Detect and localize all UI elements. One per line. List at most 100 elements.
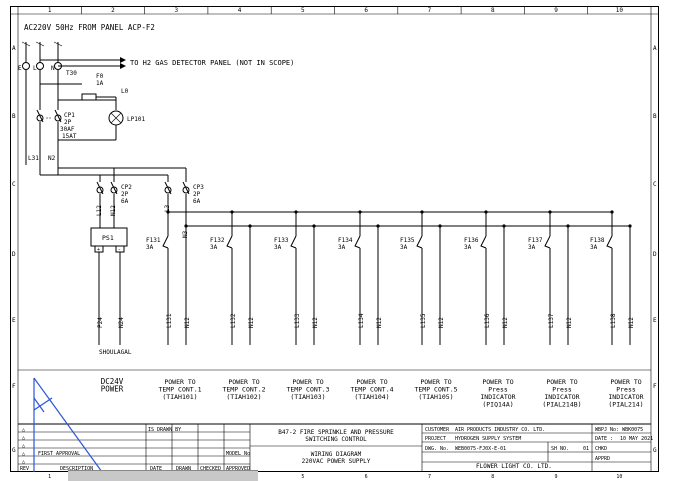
circuit-label-line: (TIAH103): [290, 393, 325, 401]
circuit-label-line: TEMP CONT.4: [350, 386, 393, 394]
breaker-id: F131: [146, 237, 161, 244]
taskbar-strip: [68, 470, 258, 481]
row-letter-right: G: [653, 447, 657, 454]
column-number: 5: [301, 7, 305, 14]
out-wire-n: N12: [628, 317, 635, 328]
breaker-rating: 3A: [274, 244, 282, 251]
column-number-bottom: 8: [491, 474, 494, 480]
out-wire-l: L138: [610, 313, 617, 328]
breaker-rating: 3A: [400, 244, 408, 251]
sign-checked: CHECKED: [200, 466, 221, 472]
cp1-poles: 2P: [64, 119, 72, 126]
fuse-rating: 1A: [96, 80, 104, 87]
row-letter-right: D: [653, 251, 657, 258]
circuit-label-line: DC24V: [101, 377, 124, 386]
rev-label: REV: [20, 466, 29, 472]
breaker-switch-icon: [226, 235, 233, 249]
column-number: 2: [111, 7, 115, 14]
lamp-ld: L0: [121, 88, 129, 95]
column-number-bottom: 7: [428, 474, 431, 480]
sheet-label: SH NO.: [551, 446, 569, 452]
circuit-label-line: (TIAH104): [354, 393, 389, 401]
column-number: 8: [491, 7, 495, 14]
breaker-rating: 3A: [210, 244, 218, 251]
date-value: 10 MAY 2021: [620, 436, 653, 442]
breaker-switch-icon: [480, 235, 487, 249]
row-letter: E: [12, 317, 16, 324]
customer-label: CUSTOMER: [425, 427, 450, 433]
circuit-label-line: POWER TO: [546, 378, 577, 386]
circuit-label-line: INDICATOR: [480, 393, 515, 401]
psu-dest: SHOULAGAL: [99, 349, 132, 356]
column-number-bottom: 6: [365, 474, 368, 480]
rev-triangle: △: [22, 459, 25, 465]
desc-label: DESCRIPTION: [60, 466, 93, 472]
circuit-label-line: Press: [552, 386, 572, 394]
wire-l31: L31: [28, 155, 39, 162]
circuit-label-line: POWER TO: [228, 378, 259, 386]
column-number: 1: [48, 7, 52, 14]
cp1-breaker: CP1 2P 30AF 15AT L31 N2: [28, 109, 77, 175]
dwg-label: DWG. No.: [425, 446, 449, 452]
circuit-label-line: TEMP CONT.1: [158, 386, 201, 394]
sign-drawn: DRAWN: [176, 466, 191, 472]
company-name: FLOWER LIGHT CO. LTD.: [476, 463, 552, 470]
sheet-number: 01: [583, 446, 589, 452]
supply-source-label: AC220V 50Hz FROM PANEL ACP-F2: [24, 23, 155, 32]
row-letter-right: C: [653, 181, 657, 188]
incoming-feed: E L N: [18, 41, 63, 165]
breaker-rating: 3A: [590, 244, 598, 251]
column-number: 9: [554, 7, 558, 14]
circuit-label-line: INDICATOR: [544, 393, 579, 401]
cp1-id: CP1: [64, 112, 75, 119]
out-wire-n: N12: [376, 317, 383, 328]
column-number: 7: [428, 7, 432, 14]
cp3-rating: 6A: [193, 198, 201, 205]
row-letter-right: E: [653, 317, 657, 324]
circuit-label-line: (PIAL214B): [542, 401, 581, 409]
out-wire-n: N12: [566, 317, 573, 328]
breaker-switch-icon: [606, 235, 613, 249]
row-letter-right: B: [653, 113, 657, 120]
circuit-label-line: TEMP CONT.3: [286, 386, 329, 394]
cp3-id: CP3: [193, 184, 204, 191]
psu-out-pos: P24: [97, 317, 104, 328]
title-block: △ △ △ △ △ FIRST APPROVAL REV DESCRIPTION…: [18, 423, 653, 472]
out-wire-n: N12: [248, 317, 255, 328]
circuit-label-line: (TIAH101): [162, 393, 197, 401]
wire-l3: L3: [164, 204, 171, 212]
breaker-id: F135: [400, 237, 415, 244]
out-wire-l: L135: [420, 313, 427, 328]
wire-l12: L12: [96, 205, 103, 216]
circuit-label-line: POWER: [101, 385, 124, 394]
lamp-lp: LP101: [127, 116, 145, 123]
out-wire-n: N12: [184, 317, 191, 328]
row-letter: G: [12, 447, 16, 454]
breaker-switch-icon: [354, 235, 361, 249]
circuit-label-line: POWER TO: [482, 378, 513, 386]
breaker-switch-icon: [544, 235, 551, 249]
phase-e-label: E: [18, 65, 22, 72]
cp3-breaker: CP3 2P 6A L3 N3: [164, 181, 204, 238]
column-number-bottom: 5: [301, 474, 304, 480]
cp2-breaker: CP2 2P 6A L12 N12: [96, 181, 132, 228]
out-wire-n: N12: [438, 317, 445, 328]
breaker-rating: 3A: [528, 244, 536, 251]
column-number: 10: [616, 7, 624, 14]
out-wire-n: N12: [312, 317, 319, 328]
circuit-label-line: (TIAH105): [418, 393, 453, 401]
column-number-bottom: 1: [48, 474, 51, 480]
cp1-at: 15AT: [62, 133, 77, 140]
circuit-label-line: POWER TO: [356, 378, 387, 386]
circuit-label-line: POWER TO: [420, 378, 451, 386]
circuit-label-line: Press: [488, 386, 508, 394]
psu-out-neg: N24: [118, 317, 125, 328]
